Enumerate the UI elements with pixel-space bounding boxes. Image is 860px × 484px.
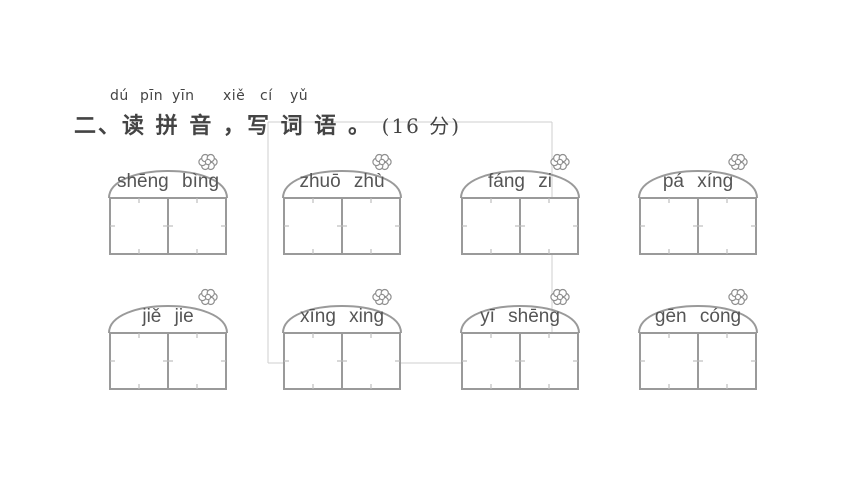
flower-icon [728,153,748,171]
flower-icon [550,288,570,306]
word-card-2: zhuō zhù [280,152,404,256]
flower-icon [372,153,392,171]
heading-pinyin-ci: cí [260,88,273,104]
word-card-4: pá xíng [636,152,760,256]
section-score: (16 分) [381,114,462,138]
word-card-frame [108,153,228,255]
word-card-8: gēn cóng [636,287,760,391]
word-card-6: xīng xing [280,287,404,391]
word-card-1: shēng bìng [106,152,230,256]
heading-pinyin-yu: yǔ [290,88,309,104]
word-card-pinyin: yī shēng [480,306,560,327]
word-card-pinyin: shēng bìng [116,171,220,192]
word-card-3: fáng zi [458,152,582,256]
word-card-pinyin: fáng zi [488,171,552,192]
word-card-pinyin: jiě jie [142,306,194,327]
word-card-frame [460,153,580,255]
section-number: 二、 [74,114,123,139]
flower-icon [198,288,218,306]
word-card-7: yī shēng [458,287,582,391]
flower-icon [550,153,570,171]
flower-icon [728,288,748,306]
word-card-pinyin: xīng xing [299,306,385,327]
word-card-frame [460,288,580,390]
word-card-frame [638,153,758,255]
heading-pinyin-yin: yīn [172,88,195,104]
word-card-pinyin: gēn cóng [654,306,742,327]
word-card-frame [282,153,402,255]
section-instruction: 读 拼 音 ，写 词 语 。 [122,114,372,139]
heading-pinyin-pin: pīn [140,88,164,104]
flower-icon [372,288,392,306]
section-heading: 二、读 拼 音 ，写 词 语 。 (16 分) [74,108,461,140]
heading-pinyin-du: dú [110,88,129,104]
word-card-frame [282,288,402,390]
word-card-frame [638,288,758,390]
word-card-pinyin: zhuō zhù [299,171,385,192]
word-card-5: jiě jie [106,287,230,391]
flower-icon [198,153,218,171]
word-card-frame [108,288,228,390]
word-card-pinyin: pá xíng [662,171,734,192]
heading-pinyin-xie: xiě [223,88,246,104]
